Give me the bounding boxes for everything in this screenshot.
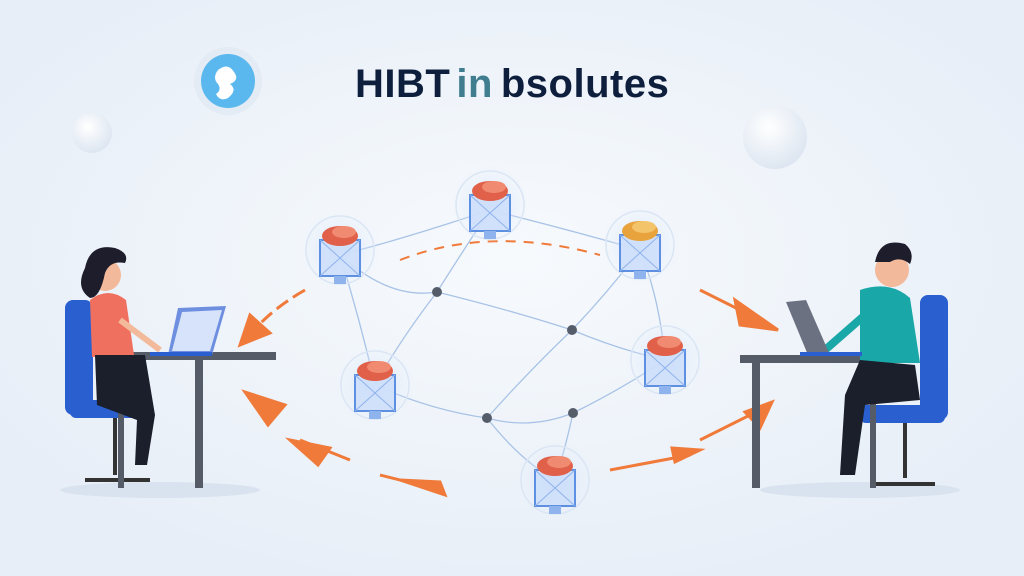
blockchain-node-icon (450, 165, 530, 245)
person-left (60, 247, 276, 498)
blockchain-node-icon (515, 440, 595, 520)
blockchain-node-icon (600, 205, 680, 285)
network-hub-icon (432, 287, 578, 423)
title-part-1: HIBT (355, 62, 451, 106)
title-part-3: bsolutes (500, 62, 670, 106)
logo-icon (194, 47, 262, 115)
blockchain-node-icon (625, 320, 705, 400)
blockchain-node-icon (300, 210, 380, 290)
title-part-2: in (456, 62, 493, 106)
person-right (740, 242, 960, 498)
blockchain-node-icon (335, 345, 415, 425)
decorative-bubbles (72, 105, 807, 169)
